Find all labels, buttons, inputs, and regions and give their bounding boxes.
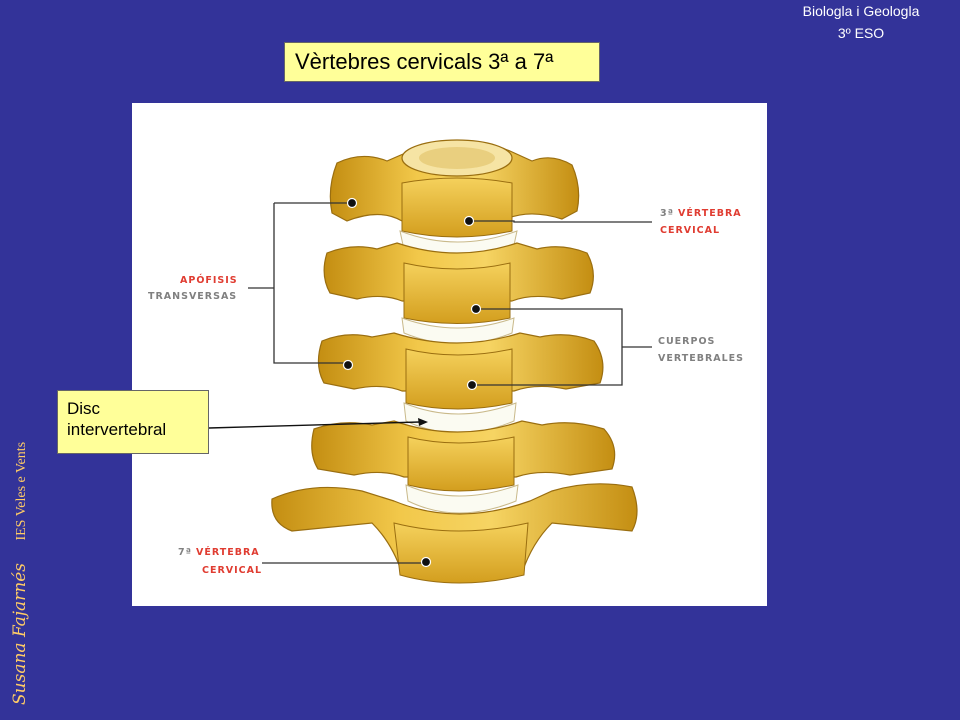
vertebrae-illustration: 3ª VÉRTEBRA CERVICAL APÓFISIS TRANSVERSA…	[132, 103, 767, 606]
dot-body-lower	[466, 379, 478, 391]
leader-3rd-vertebra	[469, 220, 652, 223]
credit-school: IES Veles e Vents	[14, 441, 29, 541]
disc-callout-line2: intervertebral	[67, 420, 167, 439]
label-7th-prefix: 7ª	[178, 547, 192, 558]
header: Biologla i Geologla 3º ESO	[786, 0, 936, 44]
bracket-transverse	[248, 202, 352, 364]
label-3rd-prefix: 3ª	[660, 208, 674, 219]
label-7th-line1: VÉRTEBRA	[196, 546, 260, 558]
dot-transverse-lower	[342, 359, 354, 371]
vertebrae-figure: 3ª VÉRTEBRA CERVICAL APÓFISIS TRANSVERSA…	[148, 139, 744, 584]
disc-callout-line1: Disc	[67, 399, 101, 418]
label-transverse-line2: TRANSVERSAS	[148, 291, 237, 302]
label-3rd-line2: CERVICAL	[660, 225, 720, 236]
vertebral-column	[271, 139, 638, 584]
credit-author: Susana Fajarnés	[10, 563, 30, 705]
author-credit: Susana Fajarnés IES Veles e Vents	[10, 442, 30, 705]
leader-lines	[248, 202, 652, 564]
label-3rd-line1: VÉRTEBRA	[678, 207, 742, 219]
subject-label: Biologla i Geologla	[802, 3, 920, 19]
leader-dots	[342, 197, 482, 568]
bracket-bodies	[472, 308, 652, 386]
dot-transverse-upper	[346, 197, 358, 209]
dot-7th-vertebra	[420, 556, 432, 568]
label-7th-line2: CERVICAL	[202, 565, 262, 576]
dot-3rd-vertebra	[463, 215, 475, 227]
label-bodies-line1: CUERPOS	[658, 336, 715, 347]
disc-callout: Disc intervertebral	[57, 390, 209, 454]
course-label: 3º ESO	[837, 25, 885, 41]
dot-body-upper	[470, 303, 482, 315]
label-transverse-line1: APÓFISIS	[180, 274, 238, 286]
slide-title: Vèrtebres cervicals 3ª a 7ª	[284, 42, 600, 82]
label-bodies-line2: VERTEBRALES	[658, 353, 744, 364]
